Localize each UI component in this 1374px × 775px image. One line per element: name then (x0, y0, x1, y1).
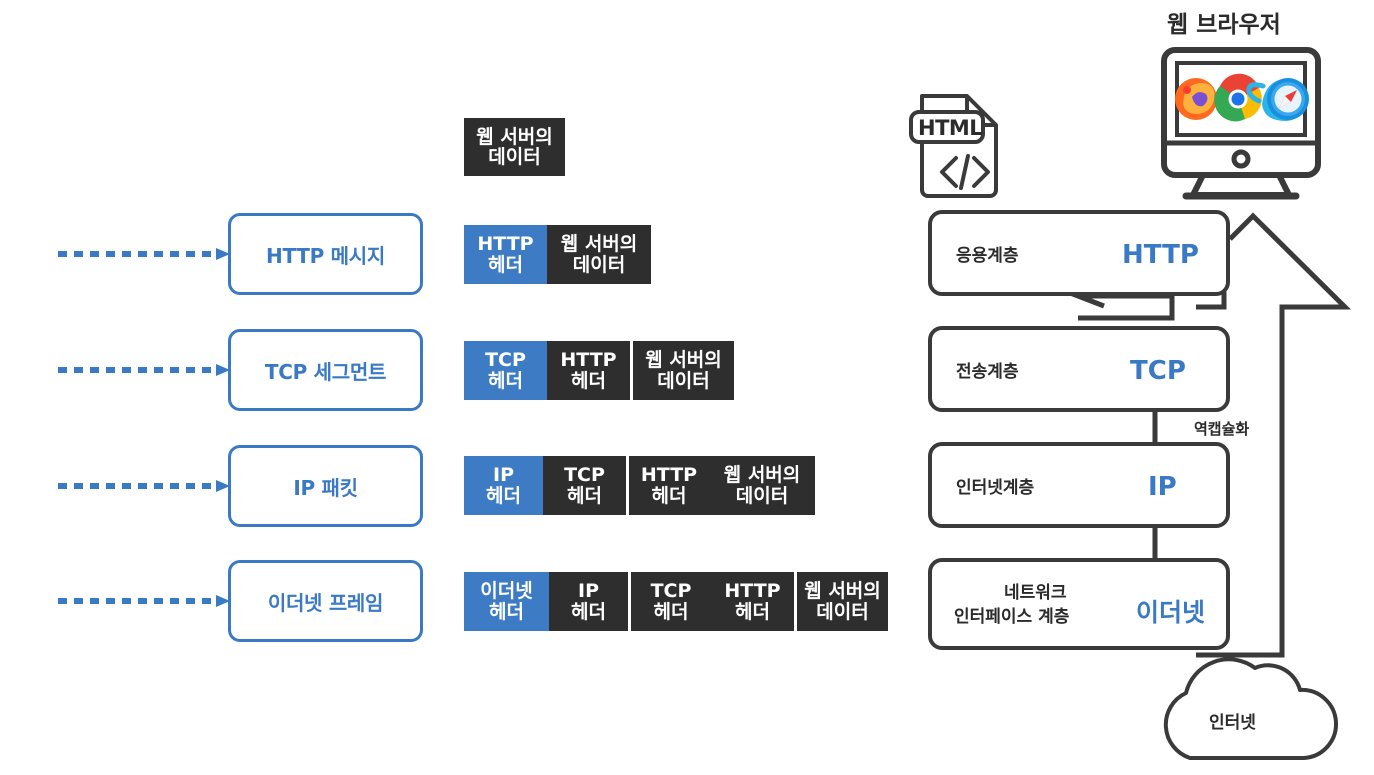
layer-box-application[interactable]: 응용계층 HTTP (928, 210, 1230, 296)
segment-line2: 데이터 (657, 369, 710, 392)
encap-row-ethernet-frame: 이더넷 헤더 IP 헤더 TCP 헤더 HTTP 헤더 웹 서버의 데이터 (464, 572, 888, 631)
segment-line1: IP (578, 580, 599, 603)
segment-line1: 이더넷 (480, 580, 533, 603)
segment-line1: 웹 서버의 (476, 125, 553, 148)
segment-line2: 데이터 (572, 253, 626, 276)
dashed-arrow-http (58, 248, 230, 260)
dashed-arrow-tcp (58, 364, 230, 376)
segment-line2: 헤더 (486, 484, 521, 507)
segment-line1: HTTP (724, 580, 781, 603)
segment-web-server-data: 웹 서버의 데이터 (464, 118, 565, 176)
segment-line1: TCP (650, 580, 692, 603)
segment-web-server-data: 웹 서버의 데이터 (630, 341, 734, 400)
html-badge-label: HTML (918, 116, 983, 140)
segment-http-header: HTTP 헤더 (464, 225, 547, 284)
layer-protocol-name: HTTP (1122, 240, 1199, 270)
dashed-arrow-ethernet (58, 595, 230, 607)
segment-ip-header: IP 헤더 (549, 572, 628, 631)
segment-http-header: HTTP 헤더 (711, 572, 794, 631)
segment-line2: 헤더 (571, 600, 606, 623)
layer-label-korean: 인터넷계층 (956, 478, 1035, 498)
segment-web-server-data: 웹 서버의 데이터 (794, 572, 888, 631)
encap-row-http-message: HTTP 헤더 웹 서버의 데이터 (464, 225, 651, 284)
segment-line2: 헤더 (571, 369, 606, 392)
segment-line2: 데이터 (488, 146, 541, 168)
segment-line2: 헤더 (567, 484, 602, 507)
internet-cloud-label: 인터넷 (1209, 713, 1256, 733)
layer-label-korean: 전송계층 (956, 362, 1019, 382)
connector-app-transport (1078, 293, 1175, 321)
encap-row-ip-packet: IP 헤더 TCP 헤더 HTTP 헤더 웹 서버의 데이터 (464, 456, 815, 515)
pdu-box-label: 이더넷 프레임 (267, 590, 384, 615)
segment-ethernet-header: 이더넷 헤더 (464, 572, 549, 631)
layer-protocol-name: 이더넷 (1136, 598, 1206, 627)
segment-line2: 헤더 (489, 600, 524, 623)
segment-web-server-data: 웹 서버의 데이터 (547, 225, 651, 284)
layer-box-network-interface[interactable]: 네트워크 인터페이스 계층 이더넷 (928, 558, 1230, 650)
safari-logo (1267, 78, 1309, 120)
pdu-box-ip-packet[interactable]: IP 패킷 (228, 445, 423, 527)
layer-label-korean-line1: 네트워크 (1004, 583, 1067, 603)
encap-row-data-only: 웹 서버의 데이터 (464, 118, 565, 176)
layer-label-korean: 응용계층 (956, 246, 1019, 266)
segment-line1: IP (493, 464, 514, 487)
layer-box-internet[interactable]: 인터넷계층 IP (928, 442, 1230, 528)
segment-tcp-header: TCP 헤더 (464, 341, 547, 400)
segment-tcp-header: TCP 헤더 (628, 572, 711, 631)
segment-line2: 헤더 (735, 600, 770, 623)
firefox-logo (1175, 78, 1217, 120)
monitor-icon (1161, 47, 1321, 200)
segment-line1: TCP (564, 464, 605, 487)
segment-line1: HTTP (477, 233, 534, 256)
segment-line2: 데이터 (816, 600, 869, 623)
encap-row-tcp-segment: TCP 헤더 HTTP 헤더 웹 서버의 데이터 (464, 341, 734, 400)
segment-tcp-header: TCP 헤더 (543, 456, 626, 515)
pdu-box-http-message[interactable]: HTTP 메시지 (228, 213, 423, 295)
segment-http-header: HTTP 헤더 (626, 456, 709, 515)
segment-line1: HTTP (560, 349, 617, 372)
pdu-box-label: HTTP 메시지 (266, 243, 385, 268)
segment-line1: TCP (485, 349, 526, 372)
segment-ip-header: IP 헤더 (464, 456, 543, 515)
pdu-box-label: TCP 세그먼트 (264, 359, 387, 384)
layer-protocol-name: TCP (1130, 356, 1186, 386)
layer-box-transport[interactable]: 전송계층 TCP (928, 326, 1230, 412)
segment-http-header: HTTP 헤더 (547, 341, 630, 400)
html-file-icon (909, 94, 998, 198)
chrome-logo (1214, 73, 1262, 122)
decapsulation-label: 역캡슐화 (1194, 420, 1250, 438)
web-browser-label: 웹 브라우저 (1167, 12, 1281, 38)
internet-explorer-logo (1246, 78, 1308, 121)
layer-label-korean-line2: 인터페이스 계층 (954, 607, 1070, 627)
segment-line2: 헤더 (653, 600, 689, 623)
segment-web-server-data: 웹 서버의 데이터 (709, 456, 815, 515)
segment-line1: 웹 서버의 (723, 464, 801, 487)
segment-line2: 데이터 (735, 484, 789, 507)
pdu-box-ethernet-frame[interactable]: 이더넷 프레임 (228, 560, 423, 642)
segment-line1: 웹 서버의 (645, 349, 722, 372)
dashed-arrow-ip (58, 480, 230, 492)
segment-line1: 웹 서버의 (560, 233, 638, 256)
segment-line2: 헤더 (651, 484, 687, 507)
pdu-box-label: IP 패킷 (293, 475, 358, 500)
pdu-box-tcp-segment[interactable]: TCP 세그먼트 (228, 329, 423, 411)
layer-protocol-name: IP (1148, 472, 1177, 502)
segment-line2: 헤더 (488, 253, 523, 276)
segment-line1: HTTP (640, 464, 698, 487)
segment-line1: 웹 서버의 (804, 580, 881, 603)
segment-line2: 헤더 (488, 369, 523, 392)
